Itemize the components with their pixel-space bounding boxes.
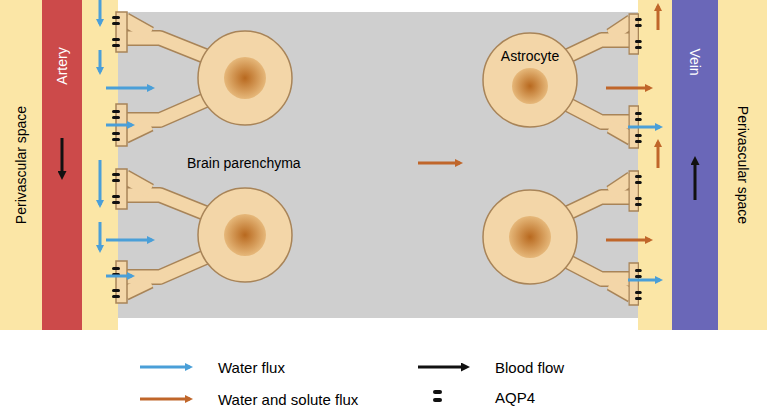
vein-band: Vein (672, 0, 718, 330)
parenchyma-region: Brain parenchyma Astrocyte (118, 12, 638, 318)
node-label: Vein (688, 48, 702, 75)
blood-flow-arrows (62, 138, 695, 200)
node-label: Astrocyte (501, 49, 559, 63)
perivascular-strip (82, 0, 118, 330)
perivascular-band: Perivascular space (718, 0, 767, 330)
water-flux-arrows (100, 0, 660, 280)
artery-band: Artery (42, 0, 82, 330)
artery-band (42, 0, 82, 330)
astrocyte-body (483, 33, 577, 127)
astrocyte-cell: Astrocyte (483, 33, 577, 127)
perivascular-band (0, 0, 42, 330)
solute-flux-arrows (418, 6, 658, 240)
legend-text: AQP4 (495, 390, 535, 405)
node-label: Perivascular space (14, 106, 28, 224)
legend-text: Water and solute flux (218, 392, 358, 407)
vein-band (672, 0, 718, 330)
node-label: Perivascular space (736, 106, 750, 224)
legend-text: Water flux (218, 360, 285, 375)
node-label: Brain parenchyma (187, 156, 301, 170)
perivascular-band (718, 0, 767, 330)
legend-text: Blood flow (495, 360, 564, 375)
astrocytes (112, 12, 642, 305)
perivascular-band: Perivascular space (0, 0, 42, 330)
node-label: Artery (55, 47, 69, 84)
